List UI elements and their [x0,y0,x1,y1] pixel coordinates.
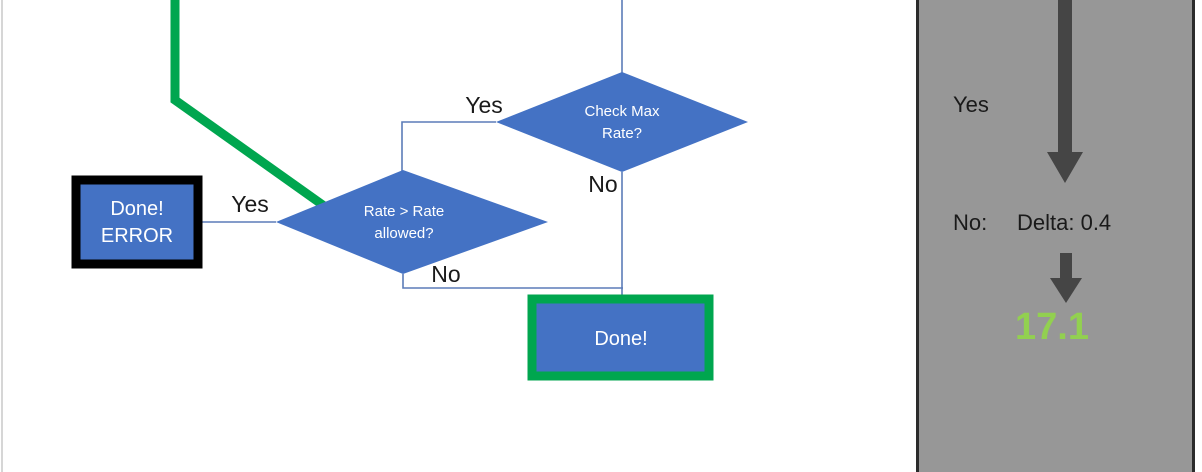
edge-label-no-check-max-rate: No [588,171,617,197]
panel-arrow-group [1047,0,1083,303]
panel-yes-label: Yes [953,92,989,117]
node-check-max-rate-label-line1: Check Max [584,103,660,120]
connector-no-rate-to-done [402,274,623,289]
highlight-path-arrow [170,0,337,217]
edge-label-yes-check-max-rate: Yes [465,92,503,118]
node-done-error-label-line2: ERROR [101,225,173,247]
panel-no-label: No: [953,210,988,235]
node-rate-gt-rate-allowed-label-line1: Rate > Rate [364,203,444,220]
edge-label-yes-rate-allowed: Yes [231,191,269,217]
node-rate-gt-rate-allowed[interactable] [276,170,548,274]
edge-label-no-rate-allowed: No [431,261,460,287]
panel-arrow-bottom [1050,253,1082,303]
node-done-error[interactable] [71,175,203,269]
node-done-label: Done! [594,328,647,350]
node-done[interactable] [527,294,714,381]
status-panel: Yes No: Delta: 0.4 17.1 [916,0,1195,472]
slide-right-edge-gap [1198,0,1202,472]
node-check-max-rate[interactable] [496,72,748,172]
slide-left-edge-line [1,0,3,472]
connector-yes-check-to-rate [401,121,496,171]
panel-delta-label: Delta: 0.4 [1017,210,1112,235]
node-done-error-label-line1: Done! [110,198,163,220]
node-rate-gt-rate-allowed-label-line2: allowed? [374,225,433,242]
panel-result-value: 17.1 [1015,306,1089,348]
node-check-max-rate-label-line2: Rate? [602,125,642,142]
panel-arrow-top [1047,0,1083,183]
